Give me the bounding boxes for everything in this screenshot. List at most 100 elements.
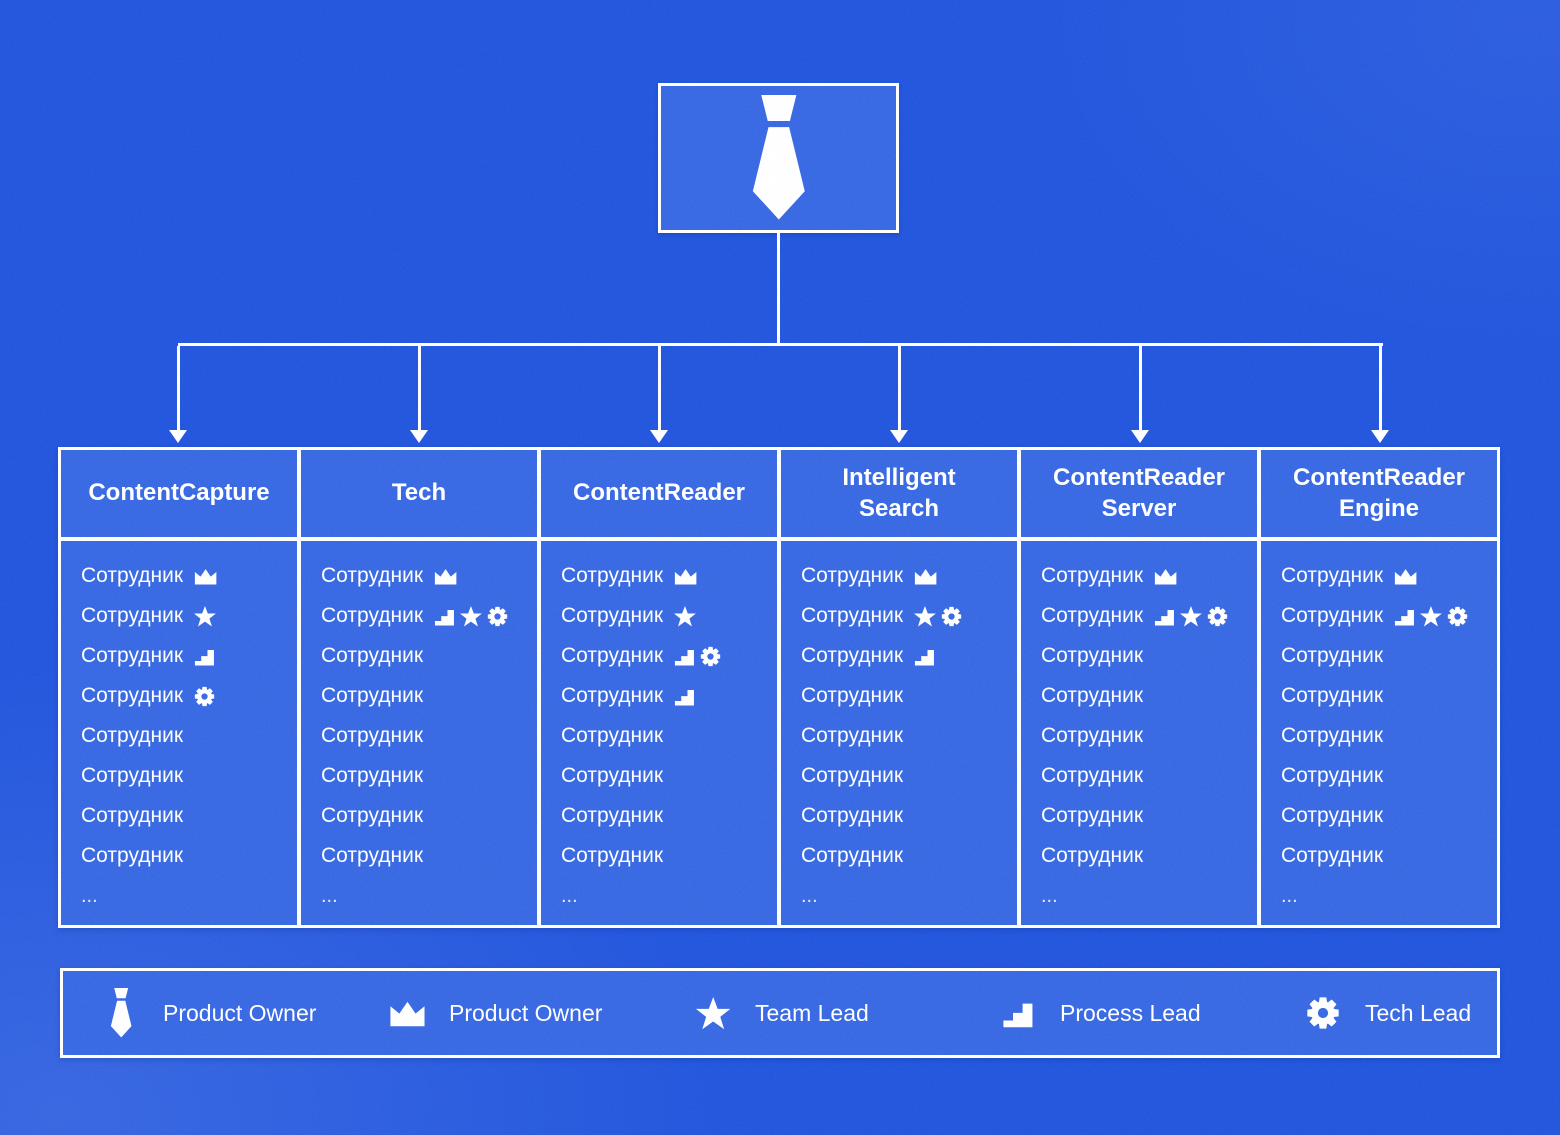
column-header: Intelligent Search <box>781 450 1017 537</box>
role-icons <box>1394 605 1468 627</box>
employee-row: Сотрудник <box>1281 636 1487 676</box>
employee-row: Сотрудник <box>1041 756 1247 796</box>
employee-label: Сотрудник <box>81 604 184 627</box>
stairs-icon <box>434 607 455 626</box>
employee-row: Сотрудник <box>1041 556 1247 596</box>
legend-item-tie: Product Owner <box>99 971 316 1055</box>
employee-row: Сотрудник <box>81 556 287 596</box>
gear-icon <box>1301 996 1345 1030</box>
role-icons <box>914 647 935 666</box>
role-icons <box>674 687 695 706</box>
role-icons <box>194 686 215 707</box>
employee-label: Сотрудник <box>321 724 424 747</box>
role-icons <box>194 647 215 666</box>
employee-row: Сотрудник <box>561 796 767 836</box>
arrow-down-icon <box>410 430 428 443</box>
employee-label: Сотрудник <box>81 644 184 667</box>
employee-label: Сотрудник <box>561 804 664 827</box>
employee-label: Сотрудник <box>1041 604 1144 627</box>
crown-icon <box>434 568 457 585</box>
employee-label: Сотрудник <box>1281 684 1384 707</box>
legend-item-gear: Tech Lead <box>1301 971 1471 1055</box>
column-header: ContentReader Engine <box>1261 450 1497 537</box>
employee-row: Сотрудник <box>801 636 1007 676</box>
more-rows-ellipsis: ... <box>561 876 767 916</box>
employee-label: Сотрудник <box>81 804 184 827</box>
employee-label: Сотрудник <box>1041 764 1144 787</box>
star-icon <box>194 605 216 627</box>
legend-label: Product Owner <box>449 999 603 1026</box>
stairs-icon <box>194 647 215 666</box>
employee-label: Сотрудник <box>561 644 664 667</box>
employee-row: Сотрудник <box>1041 836 1247 876</box>
employee-row: Сотрудник <box>1281 756 1487 796</box>
employee-row: Сотрудник <box>561 676 767 716</box>
employee-label: Сотрудник <box>1281 604 1384 627</box>
crown-icon <box>194 568 217 585</box>
legend-label: Team Lead <box>755 999 869 1026</box>
employee-row: Сотрудник <box>321 676 527 716</box>
employee-label: Сотрудник <box>81 764 184 787</box>
employee-row: Сотрудник <box>801 596 1007 636</box>
crown-icon <box>1394 568 1417 585</box>
gear-icon <box>1207 606 1228 627</box>
employee-label: Сотрудник <box>1041 684 1144 707</box>
employee-label: Сотрудник <box>321 844 424 867</box>
employee-label: Сотрудник <box>801 844 904 867</box>
legend-item-crown: Product Owner <box>385 971 602 1055</box>
column-header: Tech <box>301 450 537 537</box>
employee-row: Сотрудник <box>1041 596 1247 636</box>
arrow-down-icon <box>1131 430 1149 443</box>
employee-label: Сотрудник <box>1281 844 1384 867</box>
employee-label: Сотрудник <box>801 684 904 707</box>
connector-line <box>777 233 780 345</box>
employee-label: Сотрудник <box>1281 724 1384 747</box>
legend-label: Product Owner <box>163 999 317 1026</box>
role-icons <box>674 568 697 585</box>
employee-label: Сотрудник <box>321 604 424 627</box>
employee-label: Сотрудник <box>321 644 424 667</box>
employee-label: ... <box>1281 884 1298 907</box>
employee-label: Сотрудник <box>81 564 184 587</box>
employee-label: Сотрудник <box>1281 564 1384 587</box>
employee-row: Сотрудник <box>321 716 527 756</box>
employee-row: Сотрудник <box>801 836 1007 876</box>
employee-row: Сотрудник <box>561 716 767 756</box>
employee-label: Сотрудник <box>81 724 184 747</box>
more-rows-ellipsis: ... <box>1281 876 1487 916</box>
connector-line <box>178 343 1383 346</box>
role-icons <box>194 568 217 585</box>
employee-label: ... <box>1041 884 1058 907</box>
legend-item-star: Team Lead <box>691 971 869 1055</box>
stairs-icon <box>1394 607 1415 626</box>
star-icon <box>674 605 696 627</box>
employee-label: Сотрудник <box>561 724 664 747</box>
employee-row: Сотрудник <box>1281 796 1487 836</box>
role-icons <box>674 605 696 627</box>
stairs-icon <box>996 999 1040 1028</box>
employee-label: ... <box>81 884 98 907</box>
employee-row: Сотрудник <box>561 836 767 876</box>
connector-line <box>418 346 421 430</box>
employee-row: Сотрудник <box>321 556 527 596</box>
role-icons <box>434 568 457 585</box>
employee-label: Сотрудник <box>81 684 184 707</box>
employee-row: Сотрудник <box>801 756 1007 796</box>
connector-line <box>658 346 661 430</box>
employee-label: Сотрудник <box>561 844 664 867</box>
star-icon <box>914 605 936 627</box>
employee-label: Сотрудник <box>801 604 904 627</box>
arrow-down-icon <box>650 430 668 443</box>
column-header: ContentCapture <box>61 450 297 537</box>
stairs-icon <box>674 687 695 706</box>
